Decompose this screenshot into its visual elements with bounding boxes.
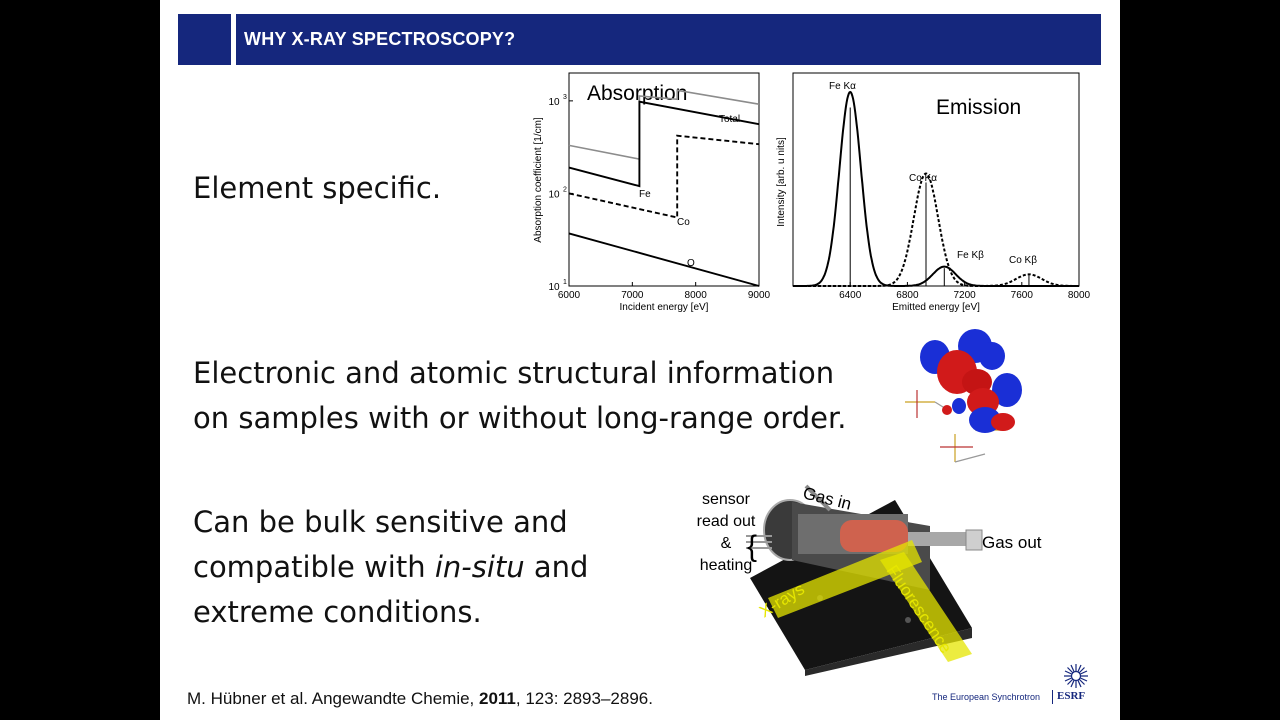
absorption-series [568, 89, 760, 287]
point-3-line-2: compatible with in-situ and [193, 545, 588, 590]
slide: WHY X-RAY SPECTROSCOPY? Absorption 6000 7… [160, 0, 1120, 720]
emission-ylabel: Intensity [arb. u nits] [776, 137, 787, 227]
point-element-specific: Element specific. [193, 166, 441, 211]
absorption-label-fe: Fe [639, 189, 651, 200]
emission-annot-co-kb: Co Kβ [1009, 255, 1037, 266]
point-2-line-2: on samples with or without long-range or… [193, 401, 847, 435]
emission-xtick-label: 6400 [839, 290, 862, 301]
point-3-line-2-post: and [524, 550, 589, 584]
brace: { [747, 530, 757, 563]
label-heating: heating [700, 557, 753, 574]
label-and: & [721, 535, 732, 552]
point-3-line-1: Can be bulk sensitive and [193, 505, 568, 539]
absorption-ytick-label: 10 [548, 282, 560, 293]
point-3-in-situ: in-situ [434, 550, 525, 584]
absorption-xtick-label: 6000 [558, 290, 581, 301]
absorption-series-co [568, 134, 760, 219]
footer-logo-text: The European Synchrotron [932, 692, 1041, 702]
emission-series-fe [793, 90, 1079, 287]
absorption-plot-frame [568, 72, 760, 287]
emission-ticks: 6400 6800 7200 7600 8000 [839, 282, 1091, 301]
orbital-lobe-blue [992, 373, 1022, 407]
citation-year: 2011 [479, 689, 516, 708]
emission-xlabel: Emitted energy [eV] [892, 302, 980, 313]
emission-plot-frame [792, 72, 1080, 287]
emission-xtick-label: 8000 [1068, 290, 1091, 301]
absorption-ytick-exponent: 2 [563, 186, 567, 193]
point-structural-info: Electronic and atomic structural informa… [193, 351, 846, 441]
label-gas-out: Gas out [982, 533, 1042, 552]
citation-post: , 123: 2893–2896. [515, 689, 653, 708]
emission-xtick-label: 6800 [896, 290, 919, 301]
orbital-lobe-blue [952, 398, 966, 414]
emission-chart: Emission 6400 6800 7200 7600 8000 Emitted en… [776, 72, 1091, 313]
point-2-line-1: Electronic and atomic structural informa… [193, 356, 835, 390]
label-read-out: read out [697, 513, 756, 530]
in-situ-cell-diagram: sensor read out & heating { Gas in Gas o… [697, 483, 1042, 676]
fluorescence-beam [880, 552, 972, 662]
point-bulk-sensitive: Can be bulk sensitive and compatible wit… [193, 500, 588, 635]
absorption-label-co: Co [677, 217, 690, 228]
citation: M. Hübner et al. Angewandte Chemie, 2011… [187, 689, 653, 709]
emission-series [793, 90, 1079, 287]
absorption-ytick-exponent: 1 [563, 279, 567, 286]
label-sensor: sensor [702, 491, 751, 508]
emission-xtick-label: 7200 [953, 290, 976, 301]
emission-annot-fe-ka: Fe Kα [829, 81, 856, 92]
absorption-xtick-label: 8000 [685, 290, 708, 301]
header-bar: WHY X-RAY SPECTROSCOPY? [236, 14, 1101, 65]
esrf-logo-icon [1064, 664, 1088, 688]
header-square [178, 14, 231, 65]
emission-xtick-label: 7600 [1011, 290, 1034, 301]
emission-annot-co-ka: Co Kα [909, 173, 937, 184]
absorption-xtick-label: 9000 [748, 290, 771, 301]
point-1-text: Element specific. [193, 171, 442, 205]
absorption-label-o: O [687, 258, 695, 269]
slide-title: WHY X-RAY SPECTROSCOPY? [244, 29, 516, 49]
orbital-lobe-red [991, 413, 1015, 431]
cell-sample-chamber [840, 520, 908, 552]
emission-title: Emission [936, 96, 1021, 119]
footer-logo-abbr: ESRF [1057, 690, 1086, 702]
absorption-ytick-exponent: 3 [563, 94, 567, 101]
absorption-series-o [568, 232, 760, 287]
absorption-series-total [568, 89, 760, 161]
point-3-line-2-pre: compatible with [193, 550, 435, 584]
orbital-lobe-red [942, 405, 952, 415]
citation-pre: M. Hübner et al. Angewandte Chemie, [187, 689, 479, 708]
emission-annot-fe-kb: Fe Kβ [957, 250, 984, 261]
absorption-label-total: Total [719, 114, 740, 125]
absorption-ytick-label: 10 [548, 189, 560, 200]
footer-logo-separator [1052, 690, 1053, 704]
point-3-line-3: extreme conditions. [193, 595, 482, 629]
emission-series-co [793, 172, 1079, 287]
absorption-xlabel: Incident energy [eV] [620, 302, 709, 313]
absorption-title: Absorption [587, 82, 687, 105]
absorption-xtick-label: 7000 [621, 290, 644, 301]
absorption-ytick-label: 10 [548, 97, 560, 108]
absorption-series-fe [568, 100, 760, 188]
molecular-orbital-image [905, 329, 1022, 463]
absorption-ylabel: Absorption coefficient [1/cm] [533, 117, 544, 243]
orbital-lobe-blue [979, 342, 1005, 370]
